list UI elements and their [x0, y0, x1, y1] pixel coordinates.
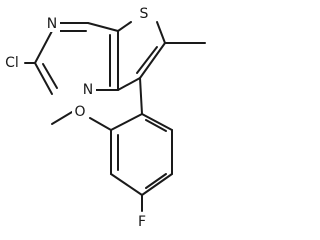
- bond-s-c6: [156, 21, 166, 44]
- chemical-structure-diagram: N N S Cl O F: [5, 6, 206, 230]
- bond-ph-o: [89, 117, 112, 131]
- bond-c7a-s: [117, 21, 132, 32]
- bond-n1-c2: [34, 30, 53, 64]
- atom-s: S: [140, 6, 149, 22]
- bond-ph-inner-b: [145, 173, 167, 189]
- bond-c2-n3-double: [34, 62, 53, 95]
- bond-c2-n3-inner: [42, 63, 58, 89]
- atom-n-bottom: N: [83, 82, 93, 98]
- bond-o-methyl: [51, 111, 73, 125]
- bond-ph-6-1: [141, 113, 173, 131]
- bond-c5-c4a: [117, 77, 141, 91]
- atom-f: F: [138, 214, 146, 230]
- atom-cl: Cl: [5, 55, 19, 71]
- bond-ph-3-4: [110, 173, 143, 196]
- bond-ph-4-5: [141, 173, 173, 196]
- bond-c6-c5-double: [139, 42, 166, 79]
- bond-c5-phenyl: [139, 77, 143, 115]
- bond-c7a-ring-top: [87, 22, 119, 32]
- bond-ph-1-2: [110, 113, 143, 131]
- bond-ph-inner-c: [145, 119, 167, 132]
- atom-o: O: [74, 104, 85, 120]
- atom-n-top: N: [47, 16, 57, 32]
- bond-c6-c5-inner: [136, 46, 158, 74]
